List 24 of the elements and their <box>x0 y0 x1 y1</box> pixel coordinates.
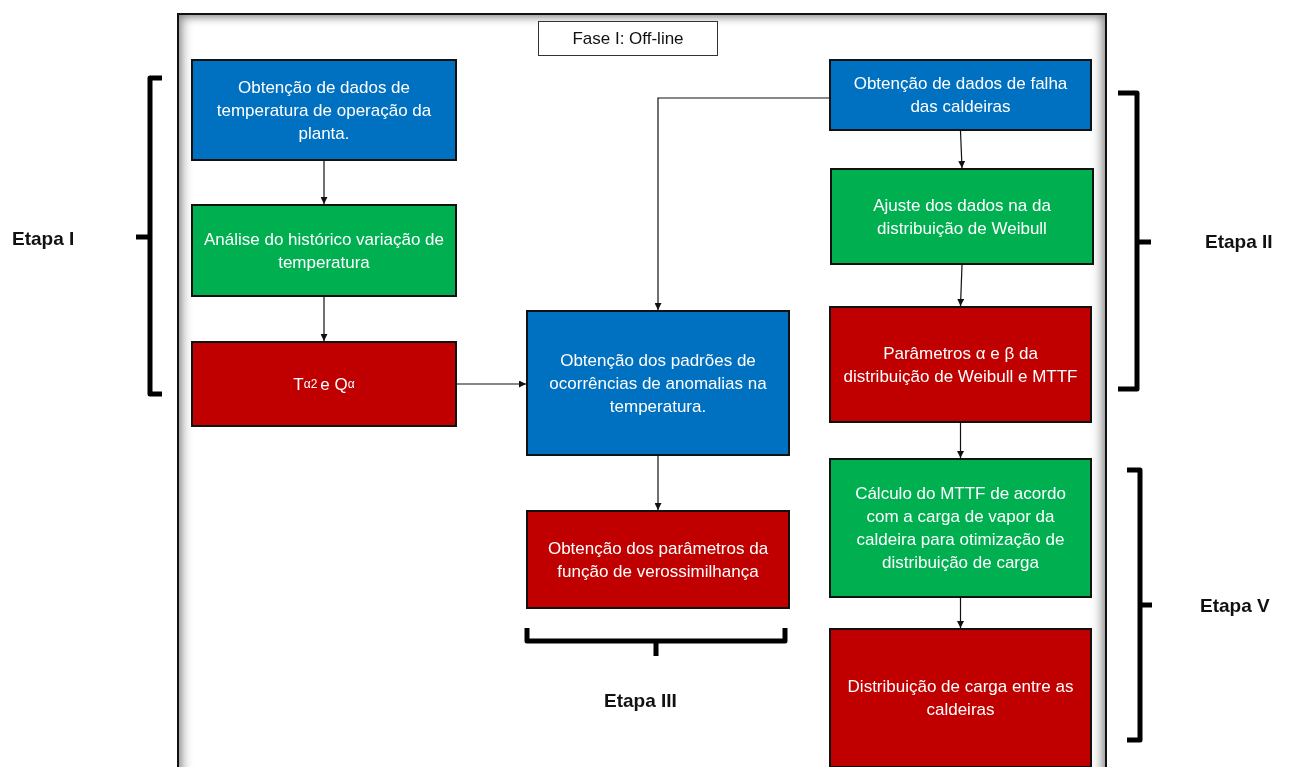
arrow <box>654 455 662 511</box>
process-box: Análise do histórico variação de temperatura <box>191 204 457 297</box>
arrow <box>957 422 964 459</box>
process-box: Cálculo do MTTF de acordo com a carga de vapor da caldeira para otimização de distribuição de carga <box>829 458 1092 598</box>
phase-label: Fase I: Off-line <box>538 21 718 56</box>
stage-label: Etapa II <box>1205 231 1273 253</box>
arrow <box>320 160 328 205</box>
stage-label: Etapa I <box>12 228 75 250</box>
process-box: Obtenção dos parâmetros da função de verossimilhança <box>526 510 790 609</box>
arrow <box>957 597 964 629</box>
process-box: Distribuição de carga entre as caldeiras <box>829 628 1092 767</box>
arrow <box>320 296 328 342</box>
arrow <box>654 97 830 311</box>
arrow <box>456 380 527 388</box>
process-box: Obtenção de dados de temperatura de operação da planta. <box>191 59 457 161</box>
arrow <box>957 264 965 307</box>
process-box: Parâmetros α e β da distribuição de Weibull e MTTF <box>829 306 1092 423</box>
phase-frame <box>177 13 1107 767</box>
stage-label: Etapa III <box>604 690 677 712</box>
stage-label: Etapa V <box>1200 595 1270 617</box>
process-box: Obtenção de dados de falha das caldeiras <box>829 59 1092 131</box>
process-box: Obtenção dos padrões de ocorrências de anomalias na temperatura. <box>526 310 790 456</box>
process-box: Ajuste dos dados na da distribuição de Weibull <box>830 168 1094 265</box>
arrow <box>958 130 966 169</box>
